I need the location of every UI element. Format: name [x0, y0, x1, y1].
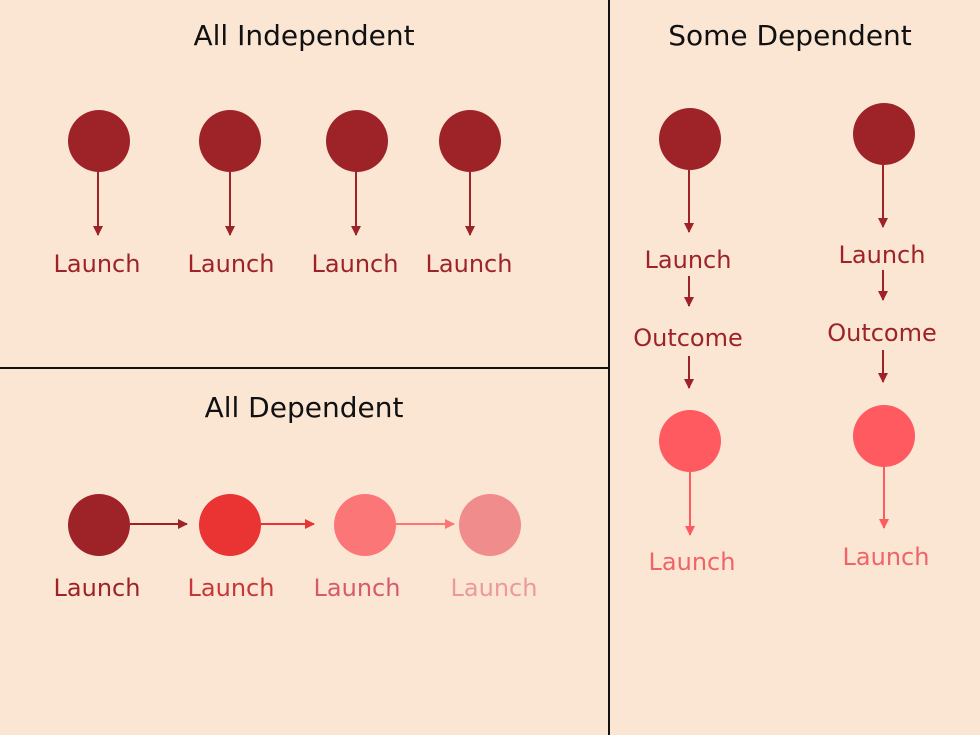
independent-item-1: Launch [54, 110, 141, 278]
panel-all-dependent: All Dependent Launch Launch Launch Launc… [54, 391, 538, 602]
dependent-item-3: Launch [314, 494, 401, 602]
dependent-item-1: Launch [54, 494, 141, 602]
launch-node [853, 103, 915, 165]
launch-node [853, 405, 915, 467]
independent-item-2: Launch [188, 110, 275, 278]
outcome-label: Outcome [633, 324, 743, 352]
launch-label: Launch [54, 574, 141, 602]
launch-node [459, 494, 521, 556]
panel-title-some-dependent: Some Dependent [668, 19, 912, 52]
launch-label: Launch [188, 574, 275, 602]
launch-label: Launch [839, 241, 926, 269]
some-dependent-column-2: Launch Outcome Launch [827, 103, 937, 571]
panel-some-dependent: Some Dependent Launch Outcome Launch Lau… [633, 19, 937, 576]
independent-item-3: Launch [312, 110, 399, 278]
launch-node [439, 110, 501, 172]
panel-all-independent: All Independent Launch Launch Launch Lau… [54, 19, 513, 278]
launch-node [199, 494, 261, 556]
launch-label: Launch [645, 246, 732, 274]
panel-title-all-independent: All Independent [193, 19, 414, 52]
launch-node [68, 110, 130, 172]
launch-node [68, 494, 130, 556]
launch-label: Launch [188, 250, 275, 278]
launch-label: Launch [451, 574, 538, 602]
launch-node [326, 110, 388, 172]
launch-node [659, 410, 721, 472]
launch-label: Launch [649, 548, 736, 576]
launch-label: Launch [314, 574, 401, 602]
launch-node [199, 110, 261, 172]
independent-item-4: Launch [426, 110, 513, 278]
launch-label: Launch [312, 250, 399, 278]
launch-label: Launch [54, 250, 141, 278]
dependent-item-2: Launch [188, 494, 275, 602]
launch-label: Launch [843, 543, 930, 571]
some-dependent-column-1: Launch Outcome Launch [633, 108, 743, 576]
outcome-label: Outcome [827, 319, 937, 347]
dependent-item-4: Launch [451, 494, 538, 602]
launch-node [659, 108, 721, 170]
launch-label: Launch [426, 250, 513, 278]
panel-title-all-dependent: All Dependent [205, 391, 404, 424]
launch-node [334, 494, 396, 556]
